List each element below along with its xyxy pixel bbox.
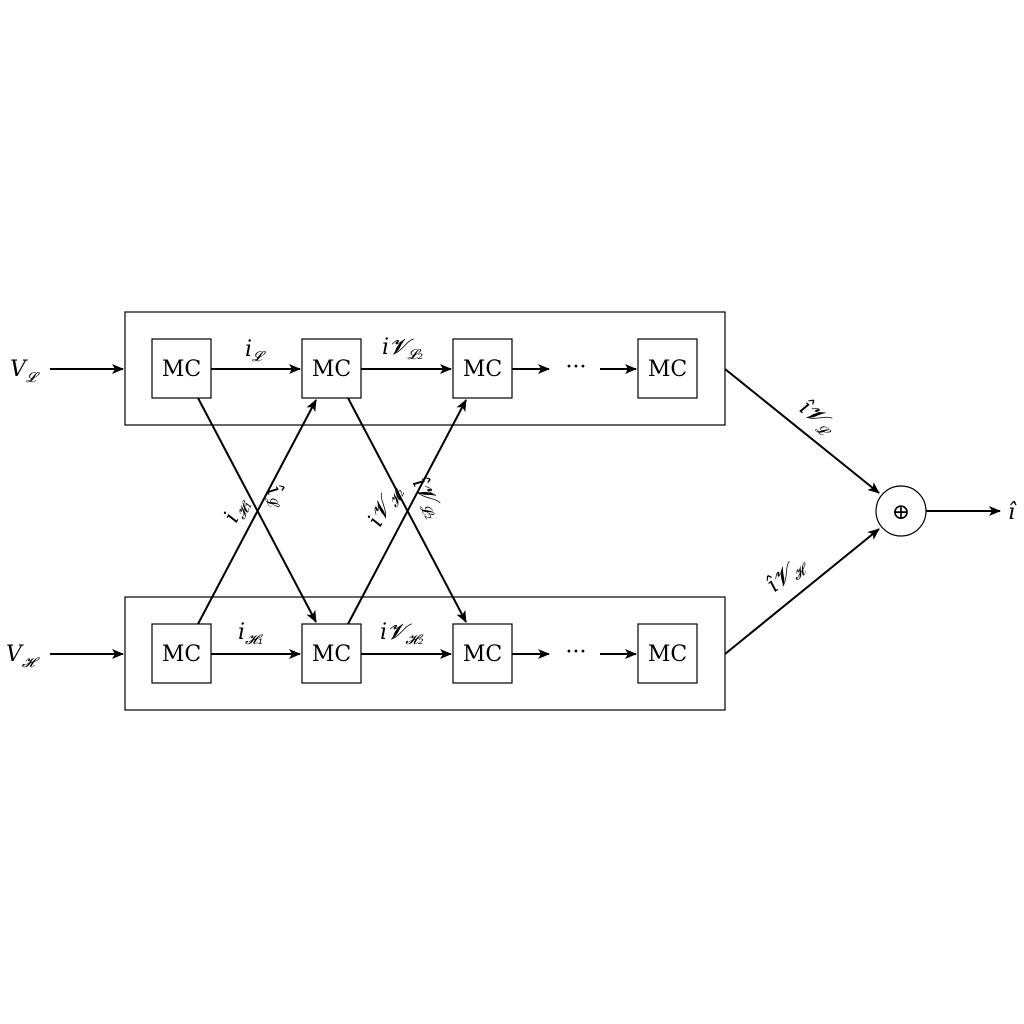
svg-text:MC: MC (312, 642, 351, 667)
svg-text:MC: MC (648, 642, 687, 667)
input-label-low: V𝓛 (10, 357, 40, 386)
top-edge-label-1: i𝓛 (245, 337, 266, 365)
cross-arrow-bottom2-top3 (347, 399, 467, 625)
combiner-node: ⊕ (875, 485, 927, 537)
input-label-high: V𝓗 (6, 642, 40, 671)
bottom-edge-label-1: i𝓗₁ (238, 620, 263, 648)
bottom-mc-2: MC (301, 623, 362, 684)
top-container (124, 311, 726, 426)
bottom-mc-3: MC (452, 623, 513, 684)
cross-label-3: i𝓥𝓗₂ (363, 480, 408, 532)
top-mc-1: MC (151, 338, 212, 399)
top-mc-4: MC (637, 338, 698, 399)
svg-text:MC: MC (162, 357, 201, 382)
bottom-ellipsis: ··· (566, 640, 587, 665)
svg-text:MC: MC (463, 642, 502, 667)
svg-text:MC: MC (463, 357, 502, 382)
top-edge-label-2: i𝓥𝓛₂ (382, 335, 424, 363)
top-mc-2: MC (301, 338, 362, 399)
svg-text:MC: MC (312, 357, 351, 382)
svg-text:MC: MC (648, 357, 687, 382)
bottom-mc-4: MC (637, 623, 698, 684)
cross-label-2: î𝓛 (258, 481, 293, 513)
top-mc-3: MC (452, 338, 513, 399)
svg-text:MC: MC (162, 642, 201, 667)
oplus-icon: ⊕ (892, 500, 910, 525)
final-output-label: î (1008, 500, 1017, 525)
bottom-edge-label-2: i𝓥𝓗₂ (380, 620, 424, 648)
output-arrow-top (724, 368, 880, 494)
output-label-bottom: î𝓥𝓗 (762, 551, 813, 600)
cross-arrow-bottom1-top2 (197, 399, 317, 625)
bottom-mc-1: MC (151, 623, 212, 684)
output-arrow-bottom (724, 528, 880, 655)
top-ellipsis: ··· (566, 355, 587, 380)
output-label-top: î𝓥𝓛 (792, 395, 840, 442)
